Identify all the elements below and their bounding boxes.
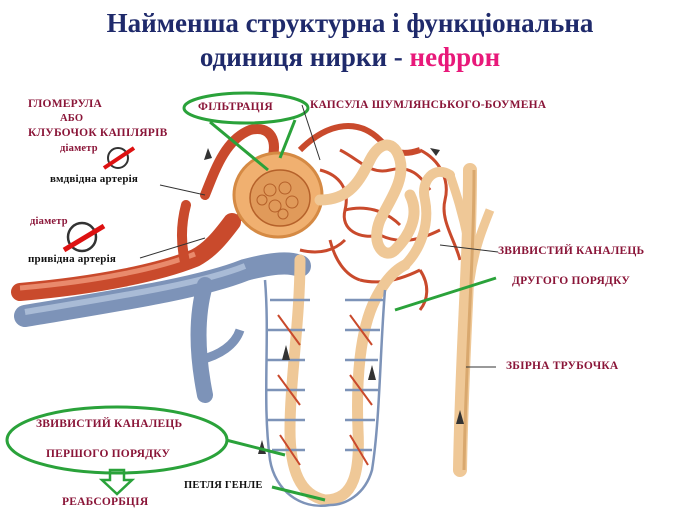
label-glomerula: ГЛОМЕРУЛА	[28, 98, 102, 110]
diameter-symbol-2	[62, 221, 106, 253]
label-henle-loop: ПЕТЛЯ ГЕНЛЕ	[184, 480, 263, 491]
distal-pointer	[394, 276, 497, 312]
label-diameter-1: діаметр	[60, 143, 98, 154]
page-title: Найменша структурна і функціональна один…	[0, 6, 700, 74]
label-abo: АБО	[60, 113, 84, 124]
label-tubule2-line2: ДРУГОГО ПОРЯДКУ	[512, 275, 631, 287]
collecting-duct	[453, 163, 477, 477]
label-afferent-artery: вмдвідна артерія	[50, 173, 139, 185]
renal-artery	[11, 213, 241, 301]
title-line-2: одиниця нирки - нефрон	[0, 40, 700, 74]
artery-branch-up	[177, 200, 191, 267]
label-collecting-duct: ЗБІРНА ТРУБОЧКА	[506, 360, 619, 372]
renal-vein-highlight	[24, 263, 247, 315]
label-filtration: ФІЛЬТРАЦІЯ	[198, 101, 273, 113]
vein-branch	[190, 277, 213, 403]
label-diameter-2: діаметр	[30, 216, 68, 227]
title-line-2-prefix: одиниця нирки -	[199, 42, 410, 72]
diameter-symbol-1	[102, 146, 136, 170]
label-efferent-artery: привідна артерія	[28, 253, 117, 265]
henle-ascending	[319, 259, 411, 506]
glomerulus-texture	[256, 181, 299, 220]
henle-descending	[284, 254, 331, 506]
afferent-arteriole	[200, 124, 279, 200]
proximal-pointer	[225, 438, 286, 457]
label-capsule: КАПСУЛА ШУМЛЯНСЬКОГО-БОУМЕНА	[310, 99, 547, 111]
filtration-pointer-2	[278, 119, 297, 159]
label-tubule1-line2: ПЕРШОГО ПОРЯДКУ	[46, 448, 171, 460]
renal-vein	[14, 252, 311, 327]
label-reabsorption: РЕАБСОРБЦІЯ	[62, 496, 149, 508]
reabsorption-arrow	[98, 468, 136, 496]
proximal-tubule	[314, 139, 420, 259]
efferent-loop	[297, 123, 421, 156]
distal-tubule	[400, 166, 455, 270]
label-tubule2-line1: ЗВИВИСТИЙ КАНАЛЕЦЬ	[498, 245, 645, 257]
vasa-recta-red	[277, 314, 373, 466]
proximal-tubule-highlight	[5, 405, 229, 475]
collecting-duct-branch	[445, 173, 473, 241]
vein-branch-2	[198, 328, 245, 365]
filtration-highlight	[182, 91, 310, 125]
label-kluboсhok: КЛУБОЧОК КАПІЛЯРІВ	[28, 127, 168, 139]
title-line-1: Найменша структурна і функціональна	[106, 8, 594, 38]
flow-arrows	[204, 148, 464, 454]
filtration-pointer	[209, 120, 269, 172]
label-tubule1-line1: ЗВИВИСТИЙ КАНАЛЕЦЬ	[36, 418, 183, 430]
glomerulus	[249, 169, 311, 227]
henle-pointer	[271, 485, 326, 502]
collecting-duct-shade	[462, 169, 476, 471]
pointer-lines	[139, 104, 499, 368]
title-accent-word: нефрон	[409, 42, 501, 72]
